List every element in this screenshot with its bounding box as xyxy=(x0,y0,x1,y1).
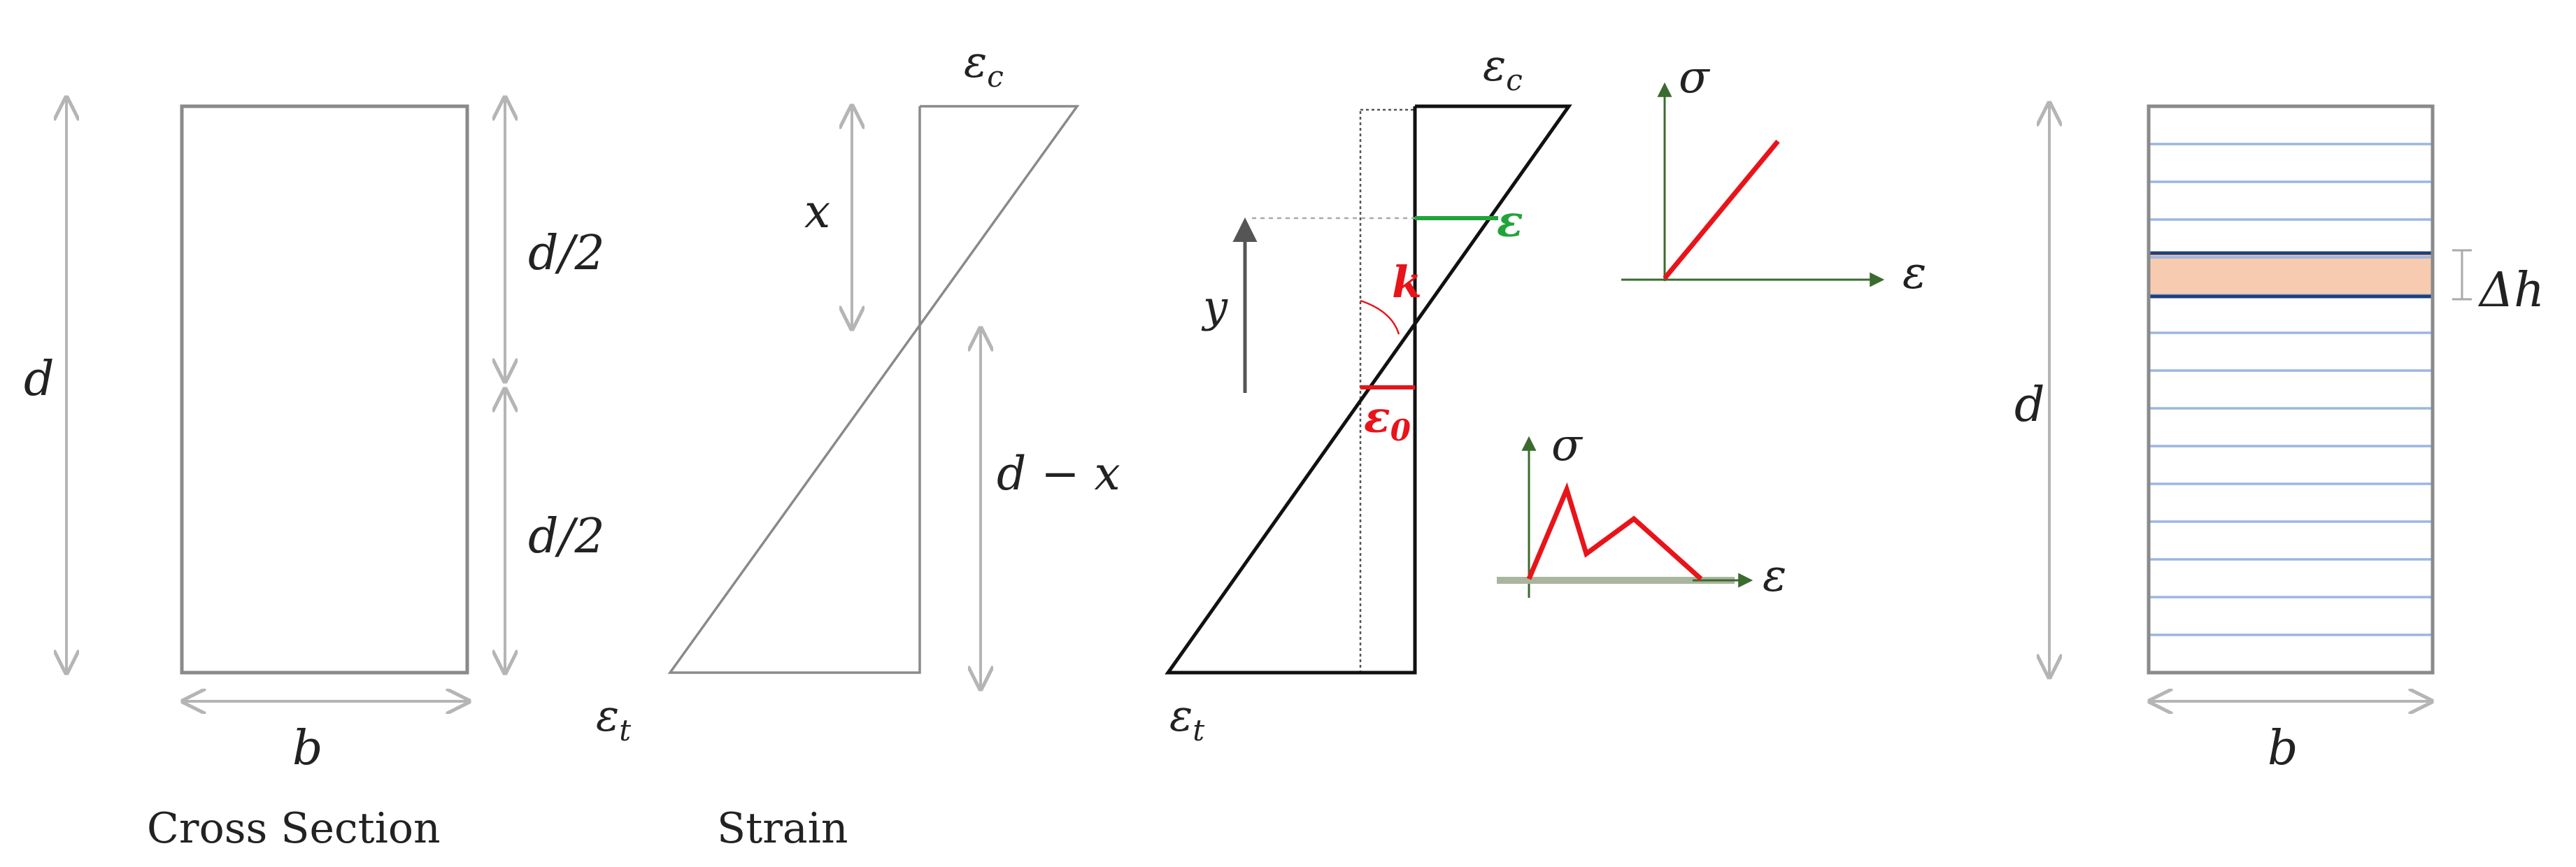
layered-section-rectangle xyxy=(2147,104,2435,675)
curvature-arc xyxy=(1360,299,1400,335)
half-top-label: d/2 xyxy=(528,226,605,281)
neutral-axis-label: x xyxy=(804,185,830,238)
strain-caption: Strain xyxy=(717,804,848,853)
steel-stress-strain-graph: σ ε xyxy=(1621,52,1926,299)
fiber-compression-label: εc xyxy=(1483,40,1523,97)
depth-label: d xyxy=(24,352,55,407)
compression-subscript: c xyxy=(987,59,1004,94)
fiber-compression-epsilon: ε xyxy=(1483,40,1506,91)
reference-strain-label: ε0 xyxy=(1364,392,1411,447)
compression-strain-label: εc xyxy=(964,36,1004,94)
half-bottom-label: d/2 xyxy=(528,509,605,564)
concrete-x-axis-label: ε xyxy=(1763,550,1786,602)
section-rectangle xyxy=(180,104,469,675)
layered-section: d b Δh xyxy=(2014,103,2545,776)
cross-section: d d/2 d/2 b Cross Section xyxy=(24,98,605,853)
layer-thickness-label: Δh xyxy=(2477,263,2545,318)
tension-epsilon: ε xyxy=(596,690,619,741)
strain-outline xyxy=(667,105,1080,674)
fiber-compression-subscript: c xyxy=(1506,63,1523,97)
fiber-strain-outline xyxy=(1165,104,1572,675)
concrete-curve xyxy=(1526,482,1703,581)
compression-epsilon: ε xyxy=(964,36,987,87)
steel-x-axis-label: ε xyxy=(1902,248,1926,299)
width-label: b xyxy=(292,721,323,776)
tension-strain-label: εt xyxy=(596,690,631,747)
concrete-stress-strain-graph: σ ε xyxy=(1497,420,1786,602)
highlighted-layer xyxy=(2149,253,2433,296)
fiber-tension-label: εt xyxy=(1169,690,1204,747)
curvature-label: k xyxy=(1392,257,1422,308)
reference-epsilon: ε xyxy=(1364,392,1390,443)
fiber-tension-subscript: t xyxy=(1193,713,1204,747)
reference-subscript: 0 xyxy=(1390,413,1411,447)
below-neutral-axis-label: d − x xyxy=(997,447,1120,501)
layered-depth-label: d xyxy=(2014,378,2045,433)
concrete-y-axis-label: σ xyxy=(1551,420,1584,471)
layer-thickness-marker xyxy=(2452,249,2472,301)
tension-subscript: t xyxy=(619,713,631,747)
layer-lines xyxy=(2149,143,2433,636)
strain-at-y-label: ε xyxy=(1497,196,1523,247)
y-label: y xyxy=(1201,281,1228,332)
fiber-tension-epsilon: ε xyxy=(1169,690,1193,741)
layered-width-label: b xyxy=(2268,721,2298,776)
strain-diagram: εc εt x d − x Strain xyxy=(596,36,1120,853)
steel-y-axis-label: σ xyxy=(1679,52,1711,103)
concrete-x-axis-band xyxy=(1497,577,1735,584)
steel-curve xyxy=(1663,139,1780,280)
fiber-strain-diagram: εc εt y ε k ε0 xyxy=(1165,40,1572,747)
cross-section-caption: Cross Section xyxy=(147,804,441,853)
